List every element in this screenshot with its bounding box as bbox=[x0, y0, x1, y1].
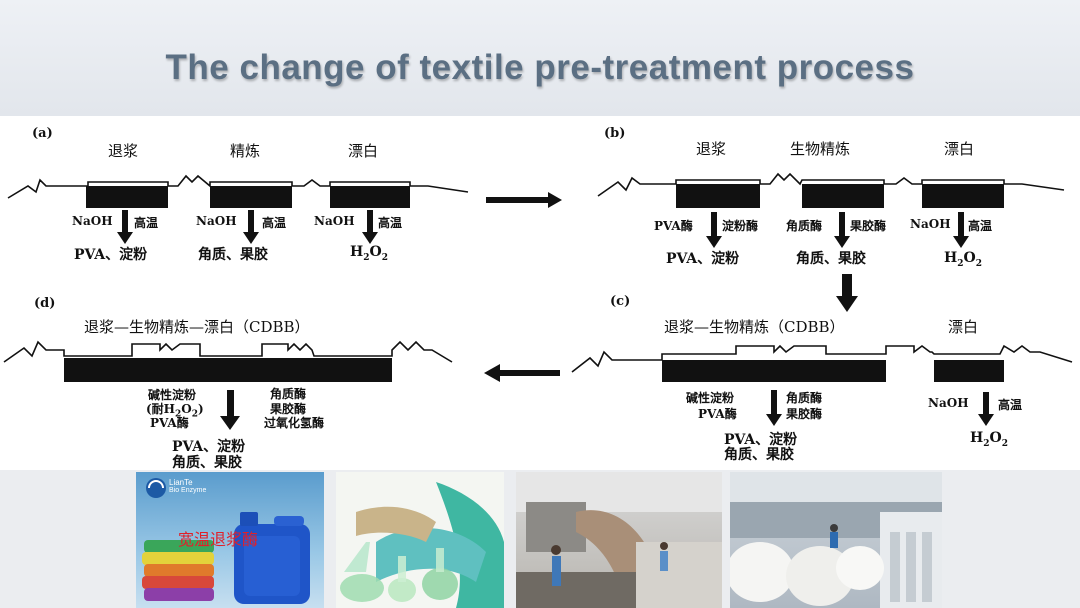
tank-bleaching bbox=[934, 360, 1004, 382]
tank-bleaching bbox=[330, 186, 410, 208]
chem-label: 高温 bbox=[378, 214, 402, 231]
photo-enzyme-product: LianTe Bio Enzyme 宽温退浆酶 bbox=[136, 472, 324, 608]
step-desizing: 退浆 bbox=[696, 138, 726, 159]
chem-label: NaOH bbox=[196, 214, 237, 228]
product-h2o2: H2O2 bbox=[350, 244, 388, 263]
product-name-text: 宽温退浆酶 bbox=[178, 526, 258, 550]
product-h2o2: H2O2 bbox=[944, 250, 982, 269]
down-arrow bbox=[243, 210, 259, 244]
down-arrow bbox=[706, 212, 722, 248]
step-bioscouring: 生物精炼 bbox=[790, 138, 850, 159]
product-label: 角质、果胶 bbox=[198, 244, 268, 264]
tank-scouring bbox=[210, 186, 292, 208]
chem-label: 角质酶 bbox=[786, 389, 822, 406]
chem-label: PVA酶 bbox=[654, 217, 693, 234]
panel-d-label: (d) bbox=[34, 296, 55, 311]
down-arrow bbox=[220, 390, 240, 430]
tank-cdbb-full bbox=[64, 358, 392, 382]
tank-bleaching bbox=[922, 184, 1004, 208]
tank-bioscouring bbox=[802, 184, 884, 208]
chem-label: 果胶酶 bbox=[786, 405, 822, 422]
chem-label: 高温 bbox=[134, 214, 158, 231]
product-label: PVA、淀粉 bbox=[666, 248, 739, 268]
panel-a-machine bbox=[8, 176, 468, 244]
chem-label: 过氧化氢酶 bbox=[264, 414, 324, 431]
product-label: 角质、果胶 bbox=[796, 248, 866, 268]
arrow-b-to-c bbox=[836, 274, 858, 312]
product-label: 角质、果胶 bbox=[172, 452, 242, 472]
arrow-a-to-b bbox=[486, 192, 562, 208]
step-cdbb-full: 退浆—生物精炼—漂白（CDBB） bbox=[84, 316, 310, 337]
down-arrow bbox=[953, 212, 969, 248]
chem-label: 高温 bbox=[998, 396, 1022, 413]
tank-desizing bbox=[676, 184, 760, 208]
chem-label: 高温 bbox=[968, 217, 992, 234]
step-bleaching: 漂白 bbox=[944, 138, 974, 159]
step-scouring: 精炼 bbox=[230, 140, 260, 161]
down-arrow bbox=[978, 392, 994, 426]
logo-line1: LianTe bbox=[169, 478, 193, 487]
step-desizing: 退浆 bbox=[108, 140, 138, 161]
chem-label: PVA酶 bbox=[150, 414, 189, 431]
chem-label: NaOH bbox=[928, 396, 969, 410]
tank-cdbb bbox=[662, 360, 886, 382]
photo-factory-line bbox=[516, 472, 722, 608]
arrow-c-to-d bbox=[484, 364, 560, 382]
down-arrow bbox=[766, 390, 782, 426]
step-cdbb: 退浆—生物精炼（CDBB） bbox=[664, 316, 845, 337]
logo-line2: Bio Enzyme bbox=[169, 487, 206, 494]
product-label: PVA、淀粉 bbox=[74, 244, 147, 264]
panel-b-machine bbox=[598, 174, 1064, 248]
step-bleaching: 漂白 bbox=[948, 316, 978, 337]
chem-label: NaOH bbox=[314, 214, 355, 228]
panel-b-label: (b) bbox=[604, 126, 625, 141]
panel-a-label: (a) bbox=[32, 126, 53, 141]
product-h2o2: H2O2 bbox=[970, 430, 1008, 449]
tank-desizing bbox=[86, 186, 168, 208]
panel-c-label: (c) bbox=[610, 294, 630, 309]
chem-label: 高温 bbox=[262, 214, 286, 231]
chem-label: 碱性淀粉 bbox=[686, 389, 734, 406]
chem-label: NaOH bbox=[910, 217, 951, 231]
chem-label: NaOH bbox=[72, 214, 113, 228]
photo-spinning-mill bbox=[730, 472, 942, 608]
chem-label: 淀粉酶 bbox=[722, 217, 758, 234]
panel-d-machine bbox=[4, 342, 452, 430]
down-arrow bbox=[117, 210, 133, 244]
step-bleaching: 漂白 bbox=[348, 140, 378, 161]
down-arrow bbox=[834, 212, 850, 248]
photo-lab-fabric bbox=[336, 472, 504, 608]
chem-label: 角质酶 bbox=[786, 217, 822, 234]
chem-label: PVA酶 bbox=[698, 405, 737, 422]
chem-label: 果胶酶 bbox=[850, 217, 886, 234]
down-arrow bbox=[362, 210, 378, 244]
product-label: 角质、果胶 bbox=[724, 444, 794, 464]
